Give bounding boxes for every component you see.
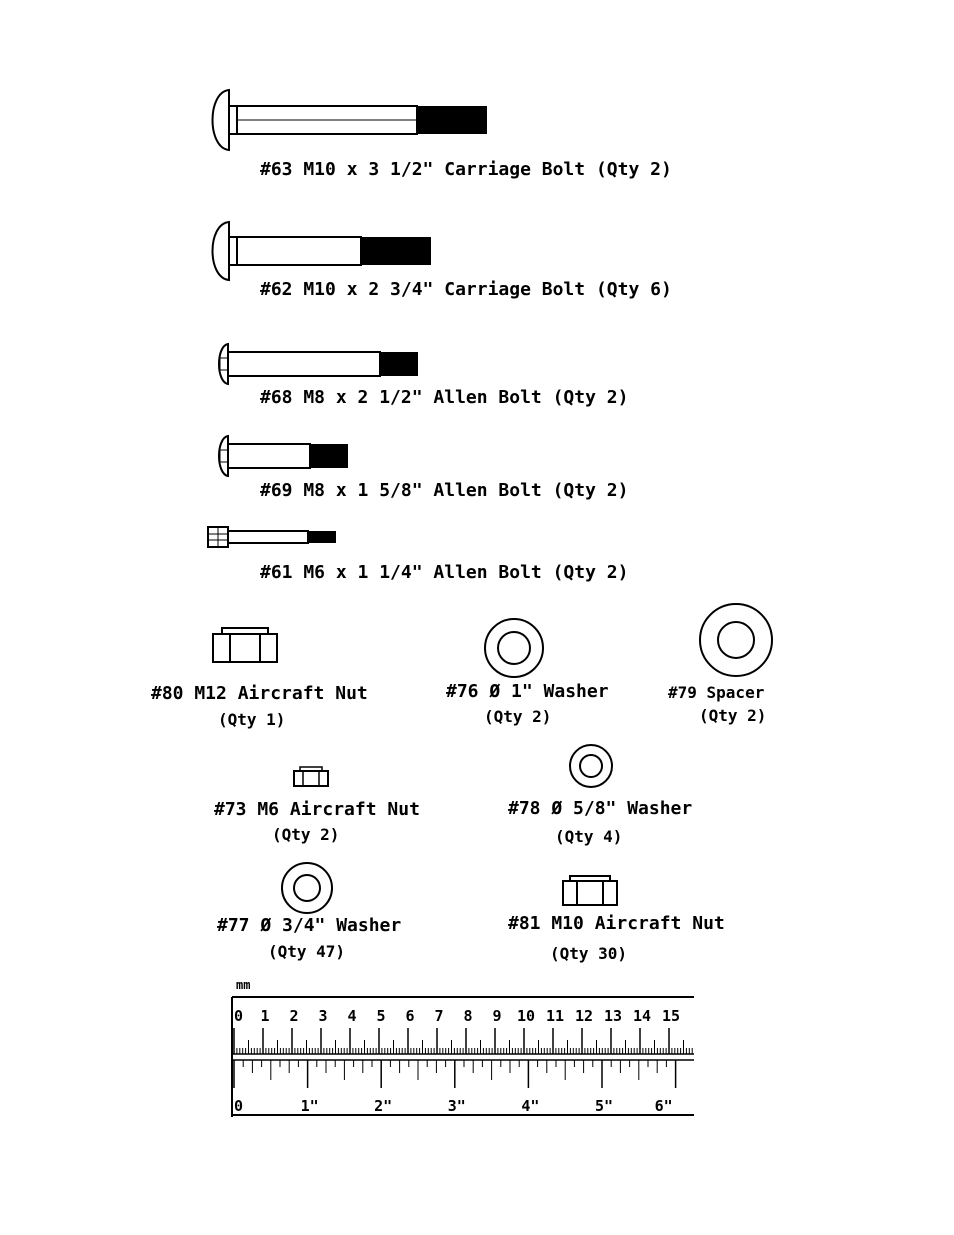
washer-78-qty: (Qty 4) xyxy=(555,827,623,846)
ruler-metric-label: 7 xyxy=(434,1007,443,1025)
washer-78-drawing xyxy=(569,744,613,788)
ruler-metric-label: 5 xyxy=(376,1007,385,1025)
ruler-metric-label: 15 xyxy=(662,1007,680,1025)
allen-bolt-68-label: #68 M8 x 2 1/2" Allen Bolt (Qty 2) xyxy=(260,387,629,408)
aircraft-nut-80-drawing xyxy=(212,627,278,663)
carriage-bolt-63-drawing xyxy=(211,88,487,152)
allen-bolt-68-drawing xyxy=(218,342,418,386)
aircraft-nut-73-label: #73 M6 Aircraft Nut xyxy=(214,799,420,820)
ruler-metric-label: 9 xyxy=(492,1007,501,1025)
aircraft-nut-73-qty: (Qty 2) xyxy=(272,825,340,844)
ruler-inch-label: 2" xyxy=(374,1097,392,1115)
allen-bolt-69-label: #69 M8 x 1 5/8" Allen Bolt (Qty 2) xyxy=(260,480,629,501)
spacer-79-label: #79 Spacer xyxy=(668,683,765,702)
ruler-inch-label: 3" xyxy=(448,1097,466,1115)
ruler-metric-label: 0 xyxy=(234,1007,243,1025)
washer-77-qty: (Qty 47) xyxy=(268,942,346,961)
ruler-metric-label: 1 xyxy=(260,1007,269,1025)
allen-bolt-61-drawing xyxy=(207,526,336,548)
ruler-inch-label: 5" xyxy=(595,1097,613,1115)
aircraft-nut-81-label: #81 M10 Aircraft Nut xyxy=(508,913,725,934)
spacer-79-drawing xyxy=(699,603,773,677)
ruler-metric-label: 2 xyxy=(289,1007,298,1025)
aircraft-nut-80-qty: (Qty 1) xyxy=(218,710,286,729)
ruler-metric-label: 4 xyxy=(347,1007,356,1025)
ruler-metric-label: 10 xyxy=(517,1007,535,1025)
aircraft-nut-73-drawing xyxy=(293,766,329,787)
aircraft-nut-81-qty: (Qty 30) xyxy=(550,944,628,963)
washer-76-drawing xyxy=(484,618,544,678)
allen-bolt-69-drawing xyxy=(218,434,348,478)
ruler-metric-label: 13 xyxy=(604,1007,622,1025)
ruler-inch-label: 6" xyxy=(655,1097,673,1115)
ruler-unit-label: mm xyxy=(236,978,250,992)
ruler-metric-label: 3 xyxy=(318,1007,327,1025)
washer-77-label: #77 Ø 3/4" Washer xyxy=(217,915,402,936)
carriage-bolt-63-label: #63 M10 x 3 1/2" Carriage Bolt (Qty 2) xyxy=(260,159,672,180)
aircraft-nut-81-drawing xyxy=(562,875,618,906)
ruler-metric-label: 14 xyxy=(633,1007,651,1025)
carriage-bolt-62-drawing xyxy=(211,220,431,282)
washer-76-qty: (Qty 2) xyxy=(484,707,552,726)
ruler-inch-label: 4" xyxy=(521,1097,539,1115)
ruler-metric-label: 6 xyxy=(405,1007,414,1025)
ruler-metric-label: 12 xyxy=(575,1007,593,1025)
carriage-bolt-62-label: #62 M10 x 2 3/4" Carriage Bolt (Qty 6) xyxy=(260,279,672,300)
ruler-metric-label: 8 xyxy=(463,1007,472,1025)
ruler-inch-label: 1" xyxy=(301,1097,319,1115)
washer-76-label: #76 Ø 1" Washer xyxy=(446,681,609,702)
allen-bolt-61-label: #61 M6 x 1 1/4" Allen Bolt (Qty 2) xyxy=(260,562,629,583)
aircraft-nut-80-label: #80 M12 Aircraft Nut xyxy=(151,683,368,704)
spacer-79-qty: (Qty 2) xyxy=(699,706,767,725)
ruler-metric-label: 11 xyxy=(546,1007,564,1025)
ruler-inch-label: 0 xyxy=(234,1097,243,1115)
washer-78-label: #78 Ø 5/8" Washer xyxy=(508,798,693,819)
washer-77-drawing xyxy=(281,862,333,914)
